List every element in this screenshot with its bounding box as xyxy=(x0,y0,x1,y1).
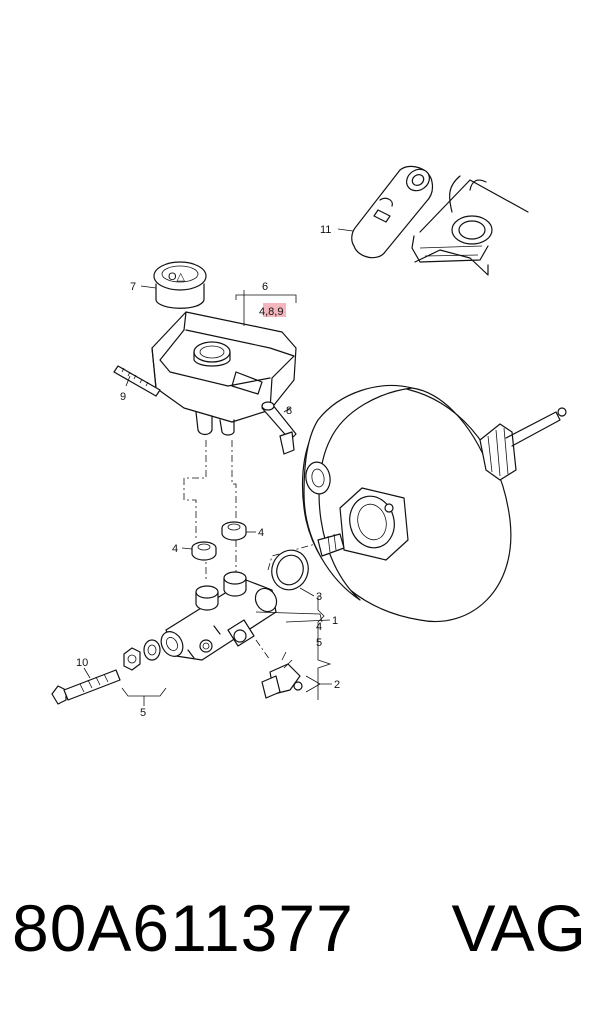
reservoir-cap-part-11 xyxy=(351,165,434,259)
callout-11: 11 xyxy=(320,224,331,236)
callout-10: 10 xyxy=(76,657,88,669)
brake-master-cylinder-diagram: 11 O△ 7 6 4,8,9 9 8 xyxy=(51,165,567,719)
brand-name: VAG xyxy=(451,891,586,965)
grommet-part-4: 4 4 xyxy=(172,521,264,561)
reservoir-filler-cap-part-7: O△ 7 xyxy=(130,261,207,309)
master-cylinder-part-1 xyxy=(160,571,331,661)
callout-3: 3 xyxy=(316,591,322,603)
callout-2: 2 xyxy=(334,679,340,691)
callout-5-bracket: 5 xyxy=(316,637,322,649)
nut-washer-part-5: 5 xyxy=(121,639,167,719)
inset-reservoir-cap-detail: 11 xyxy=(320,165,529,276)
stud-bolt-part-9: 9 xyxy=(113,365,161,403)
o-ring-part-3: 3 xyxy=(271,549,322,603)
cap-symbol-icon: O△ xyxy=(168,271,186,283)
bolt-part-10: 10 xyxy=(51,657,121,705)
callout-7: 7 xyxy=(130,281,136,293)
brake-light-switch-part-2 xyxy=(255,639,303,699)
callout-4-right: 4 xyxy=(258,527,264,539)
callout-6: 6 xyxy=(262,281,268,293)
brake-booster xyxy=(301,384,567,622)
callout-4-left: 4 xyxy=(172,543,178,555)
callout-bracket-right: 1 4 5 2 xyxy=(305,596,340,700)
callout-1: 1 xyxy=(332,615,338,627)
callout-6-subparts: 4,8,9 xyxy=(259,306,283,318)
highlight-marker xyxy=(263,303,286,317)
callout-5-bottom: 5 xyxy=(140,707,146,719)
brake-fluid-reservoir-part-6: 6 4,8,9 xyxy=(151,281,297,436)
callout-9: 9 xyxy=(120,391,126,403)
callout-8: 8 xyxy=(286,405,292,417)
fitting-part-8: 8 xyxy=(261,401,297,455)
part-number: 80A611377 xyxy=(12,891,354,965)
callout-4-bracket: 4 xyxy=(316,621,322,633)
